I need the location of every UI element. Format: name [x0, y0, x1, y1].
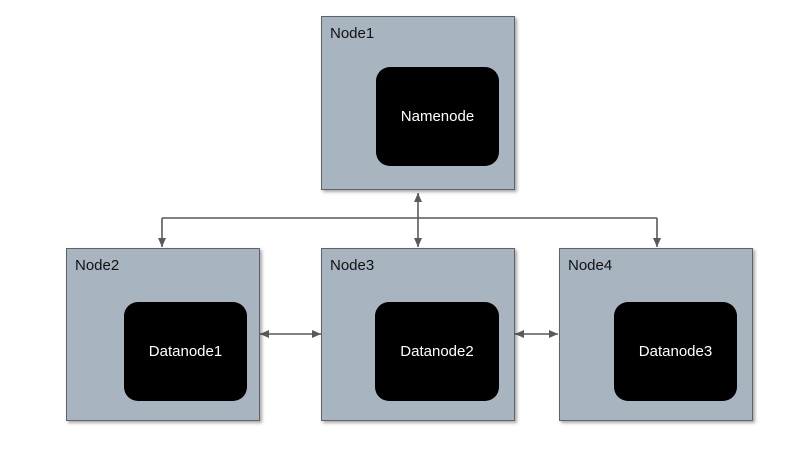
namenode-label: Namenode	[400, 108, 475, 125]
node2-box: Node2 Datanode1	[66, 248, 260, 421]
datanode2-label: Datanode2	[400, 343, 474, 360]
namenode-process: Namenode	[376, 67, 499, 166]
datanode2-process: Datanode2	[375, 302, 499, 401]
node1-box: Node1 Namenode	[321, 16, 515, 190]
datanode1-process: Datanode1	[124, 302, 247, 401]
datanode3-label: Datanode3	[638, 343, 713, 360]
node2-label: Node2	[75, 257, 120, 274]
node4-box: Node4 Datanode3	[559, 248, 753, 421]
node4-label: Node4	[568, 257, 613, 274]
node3-label: Node3	[330, 257, 375, 274]
node3-box: Node3 Datanode2	[321, 248, 515, 421]
node1-label: Node1	[330, 25, 375, 42]
datanode1-label: Datanode1	[148, 343, 223, 360]
datanode3-process: Datanode3	[614, 302, 737, 401]
